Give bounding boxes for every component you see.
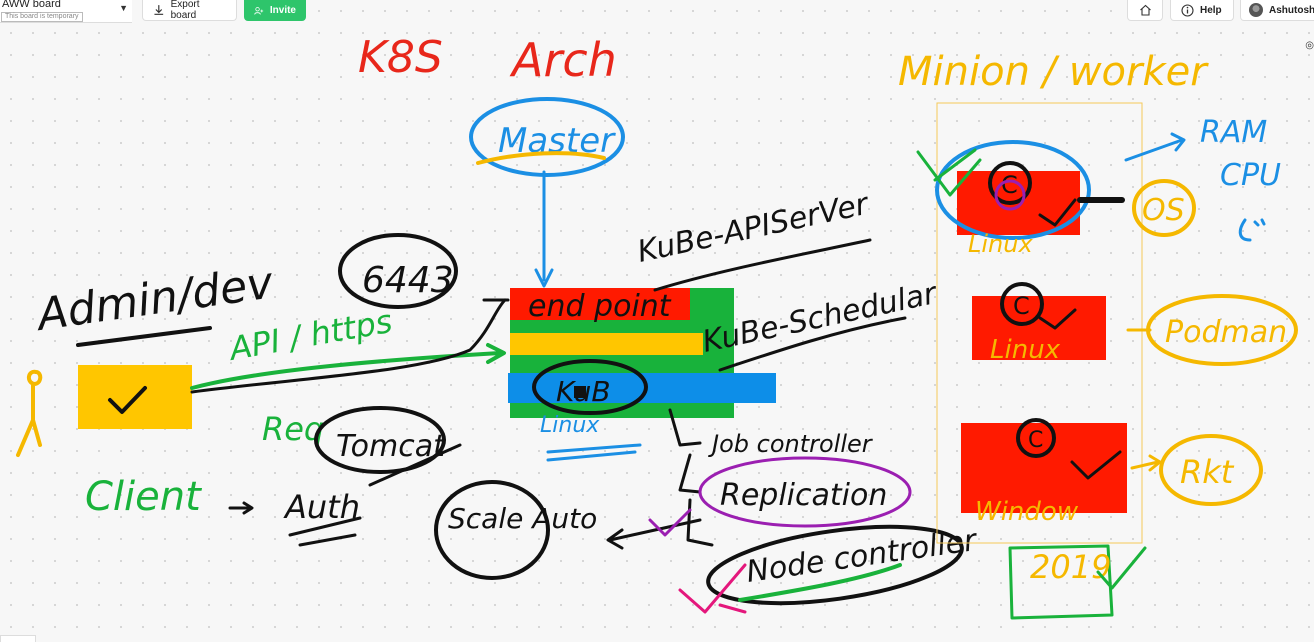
help-label: Help — [1200, 4, 1222, 16]
replication-label: Replication — [720, 478, 887, 513]
worker-check-1 — [1038, 198, 1077, 227]
scheduler-layer — [510, 333, 703, 355]
title-k8s: K8S — [358, 32, 443, 83]
invite-button[interactable]: Invite — [244, 0, 306, 21]
kub-marker — [574, 386, 586, 398]
replication-check — [648, 508, 692, 537]
podman-circle — [1146, 294, 1298, 366]
node-controller-check — [678, 563, 747, 614]
port-label: 6443 — [362, 260, 454, 301]
year-check — [1096, 546, 1147, 590]
port-circle — [338, 233, 458, 309]
endpoint-label: end point — [528, 289, 672, 324]
home-button[interactable] — [1127, 0, 1163, 21]
cpu-label: CPU — [1220, 158, 1281, 193]
controller-branches — [668, 408, 714, 547]
minion-worker-label: Minion / worker — [898, 49, 1209, 95]
chevron-down-icon[interactable]: ▼ — [119, 3, 128, 13]
linux-under-label: Linux — [540, 413, 600, 438]
apiserver-pointer — [653, 238, 872, 292]
worker-green-mark — [916, 148, 982, 197]
download-icon — [154, 5, 164, 15]
container-c-1-purple-circle — [994, 179, 1026, 211]
container-c-1-label: C — [1001, 171, 1018, 199]
endpoint-layer — [510, 288, 690, 320]
scheduler-pointer — [718, 316, 907, 372]
rkt-arrow — [1130, 454, 1162, 472]
container-c-3-label: C — [1028, 428, 1043, 453]
avatar — [1249, 3, 1263, 17]
client-label: Client — [85, 474, 202, 520]
master-circle — [469, 97, 625, 177]
export-board-button[interactable]: Export board — [142, 0, 237, 21]
temporary-board-badge: This board is temporary — [1, 12, 83, 22]
tomcat-strike — [368, 443, 462, 487]
container-c-2 — [1000, 282, 1044, 326]
tomcat-circle — [314, 406, 446, 474]
info-icon — [1181, 3, 1194, 17]
toolbar: AWW board This board is temporary ▼ — [0, 0, 132, 24]
linux-label-1: Linux — [968, 230, 1033, 258]
api-https-label: API / https — [225, 302, 395, 368]
windows-label: Window — [975, 497, 1079, 527]
replication-circle — [698, 456, 912, 528]
scale-auto-label: Scale Auto — [448, 502, 597, 535]
container-c-3 — [1016, 418, 1056, 458]
rkt-circle — [1159, 434, 1263, 506]
user-menu-button[interactable]: Ashutosh — [1240, 0, 1314, 21]
worker-box-linux-2 — [972, 296, 1106, 360]
home-icon — [1139, 4, 1151, 16]
os-label: OS — [1142, 193, 1185, 228]
replication-arrow — [606, 518, 702, 550]
worker-check-2 — [1038, 308, 1077, 330]
node-controller-green-line — [738, 563, 902, 602]
master-arrow — [534, 170, 554, 288]
year-box — [1008, 544, 1114, 620]
rkt-label: Rkt — [1180, 453, 1235, 491]
ram-cpu-arrow — [1124, 132, 1186, 162]
admin-check — [108, 386, 147, 414]
board-name: AWW board — [2, 0, 61, 10]
title-arch: Arch — [509, 33, 617, 87]
cpu-extra-mark — [1238, 218, 1266, 242]
linux-underline — [546, 443, 642, 462]
auth-underline — [288, 516, 362, 547]
kub-circle — [532, 359, 648, 415]
container-c-1 — [988, 161, 1032, 205]
os-circle — [1132, 179, 1196, 237]
linux-label-2: Linux — [990, 335, 1061, 365]
node-controller-circle — [706, 524, 964, 606]
eye-icon[interactable]: ◎ — [1305, 40, 1314, 51]
endpoint-arrow — [190, 298, 510, 394]
invite-label: Invite — [269, 5, 296, 16]
ram-label: RAM — [1200, 115, 1267, 150]
admin-underline — [76, 326, 212, 347]
user-name: Ashutosh — [1269, 4, 1314, 16]
add-user-icon — [254, 6, 264, 15]
master-underline — [476, 151, 606, 165]
apiserver-label: KuBe-APISerVer — [634, 186, 872, 269]
job-controller-label: Job controller — [708, 430, 874, 458]
user-stick-figure — [16, 369, 43, 457]
export-board-label: Export board — [170, 0, 200, 21]
container-c-2-label: C — [1013, 292, 1030, 320]
help-button[interactable]: Help — [1170, 0, 1234, 21]
podman-label: Podman — [1165, 315, 1287, 350]
worker-highlight-circle — [935, 140, 1091, 240]
auth-arrow — [228, 501, 254, 515]
worker-check-3 — [1070, 450, 1122, 480]
board-selector[interactable]: AWW board This board is temporary ▼ — [0, 0, 132, 23]
node-controller-label: Node controller — [744, 523, 980, 590]
year-label: 2019 — [1030, 548, 1111, 586]
bottom-panel-tab[interactable] — [0, 635, 36, 642]
req-label: Req — [262, 410, 324, 448]
worker-node-frame — [936, 102, 1143, 544]
scale-auto-circle — [434, 480, 550, 580]
